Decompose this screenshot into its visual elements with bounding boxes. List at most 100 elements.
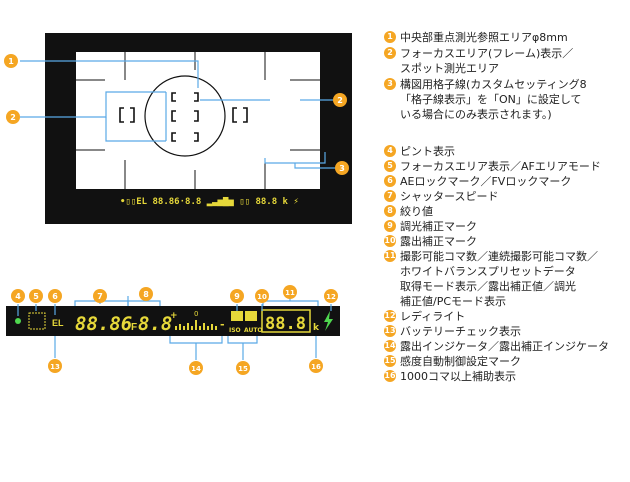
legend-item-2: 2 フォーカスエリア(フレーム)表示／ スポット測光エリア: [384, 46, 624, 76]
legend-text: フォーカスエリア(フレーム)表示／ スポット測光エリア: [400, 47, 574, 75]
legend-item-4: 4 ピント表示: [384, 144, 624, 159]
callout-2-left: [6, 110, 20, 124]
callout-14: [189, 361, 203, 375]
callout-3: [335, 161, 349, 175]
legend-num: 9: [384, 220, 396, 232]
lcd-panel: [6, 306, 340, 336]
legend-text: レディライト: [400, 310, 466, 323]
callout-9: [230, 289, 244, 303]
lcd-iso: ISO: [229, 327, 241, 334]
lcd-aperture: 8.8: [138, 313, 172, 335]
callout-2-right-label: 2: [337, 96, 343, 105]
callout-7-label: 7: [97, 292, 103, 301]
lcd-f-mark: F: [131, 322, 137, 333]
callout-11: [283, 285, 297, 299]
legend-item-3: 3 構図用格子線(カスタムセッティング8 「格子線表示」を「ON」に設定して いる…: [384, 77, 624, 122]
legend-item-1: 1 中央部重点測光参照エリアφ8mm: [384, 30, 624, 45]
lcd-zero: 0: [194, 310, 198, 318]
callout-4-label: 4: [15, 292, 21, 301]
legend-item-10: 10 露出補正マーク: [384, 234, 624, 249]
callout-1-label: 1: [8, 57, 14, 66]
legend-text: 撮影可能コマ数／連続撮影可能コマ数／ ホワイトバランスプリセットデータ 取得モー…: [400, 250, 598, 308]
legend-text: シャッタースピード: [400, 190, 499, 203]
callout-10-label: 10: [257, 293, 267, 301]
legend-num: 4: [384, 145, 396, 157]
legend-num: 8: [384, 205, 396, 217]
callout-15-label: 15: [238, 365, 248, 373]
callout-5-label: 5: [33, 292, 39, 301]
legend-text: 1000コマ以上補助表示: [400, 370, 516, 383]
callout-10: [255, 289, 269, 303]
flash-comp-mark: [231, 311, 243, 321]
legend-num: 14: [384, 340, 396, 352]
legend-num: 3: [384, 78, 396, 90]
legend-num: 15: [384, 355, 396, 367]
viewfinder-leaders: [20, 60, 340, 169]
exposure-comp-mark: [245, 311, 257, 321]
legend: 1 中央部重点測光参照エリアφ8mm 2 フォーカスエリア(フレーム)表示／ スポッ…: [384, 30, 624, 384]
panel-callouts: 4 5 6 7 8 9 10 11 12 13 14 15 16: [11, 285, 338, 375]
legend-text: 感度自動制御設定マーク: [400, 355, 521, 368]
legend-text: 露出補正マーク: [400, 235, 477, 248]
callout-16: [309, 359, 323, 373]
lcd-shutter-speed: 88.86: [75, 313, 132, 335]
lcd-k-mark: k: [313, 323, 320, 333]
lcd-minus: -: [220, 318, 225, 331]
legend-num: 5: [384, 160, 396, 172]
legend-text: 絞り値: [400, 205, 433, 218]
viewfinder-lcd-text: •▯▯EL 88.86·8.8 ▂▃▅▇▅ ▯▯ 88.8 k ⚡: [120, 196, 299, 207]
viewfinder-callouts: 1 2 2 3: [4, 54, 349, 175]
lcd-auto: AUTO: [244, 327, 263, 334]
ready-light-icon: [324, 311, 333, 331]
callout-4: [11, 289, 25, 303]
legend-text: バッテリーチェック表示: [400, 325, 521, 338]
legend-item-12: 12 レディライト: [384, 309, 624, 324]
callout-14-label: 14: [191, 365, 201, 373]
callout-9-label: 9: [234, 292, 240, 301]
legend-num: 10: [384, 235, 396, 247]
callout-2-right: [333, 93, 347, 107]
callout-6: [48, 289, 62, 303]
lcd-frame-count: 88.8: [265, 314, 306, 334]
callout-8: [139, 287, 153, 301]
legend-item-11: 11 撮影可能コマ数／連続撮影可能コマ数／ ホワイトバランスプリセットデータ 取得…: [384, 249, 624, 309]
lcd-panel-content: EL 88.86 F 8.8 + 0 - ISO AUTO 88.8 k: [15, 309, 333, 335]
legend-num: 16: [384, 370, 396, 382]
center-weighted-circle: [144, 75, 226, 157]
callout-6-label: 6: [52, 292, 58, 301]
focus-area-display-icon: [28, 312, 46, 330]
callout-12-label: 12: [326, 293, 336, 301]
grid-lines: [76, 52, 320, 189]
lcd-el: EL: [52, 318, 64, 328]
legend-num: 11: [384, 250, 396, 262]
legend-text: ピント表示: [400, 145, 455, 158]
legend-text: フォーカスエリア表示／AFエリアモード: [400, 160, 601, 173]
legend-num: 6: [384, 175, 396, 187]
focus-indicator-dot: [15, 318, 21, 324]
focus-area-brackets: [119, 92, 248, 142]
callout-2-left-label: 2: [10, 113, 16, 122]
callout-15: [236, 361, 250, 375]
callout-13-label: 13: [50, 363, 60, 371]
callout-13: [48, 359, 62, 373]
callout-12: [324, 289, 338, 303]
exposure-indicator-bars: [175, 320, 217, 330]
legend-num: 1: [384, 31, 396, 43]
callout-7: [93, 289, 107, 303]
legend-item-16: 16 1000コマ以上補助表示: [384, 369, 624, 384]
callout-16-label: 16: [311, 363, 321, 371]
legend-text: 中央部重点測光参照エリアφ8mm: [400, 31, 568, 44]
callout-8-label: 8: [143, 290, 149, 299]
legend-text: 構図用格子線(カスタムセッティング8 「格子線表示」を「ON」に設定して いる場…: [400, 78, 587, 121]
legend-item-15: 15 感度自動制御設定マーク: [384, 354, 624, 369]
callout-11-label: 11: [285, 289, 295, 297]
legend-num: 2: [384, 47, 396, 59]
legend-num: 12: [384, 310, 396, 322]
callout-5: [29, 289, 43, 303]
callout-3-label: 3: [339, 164, 345, 173]
